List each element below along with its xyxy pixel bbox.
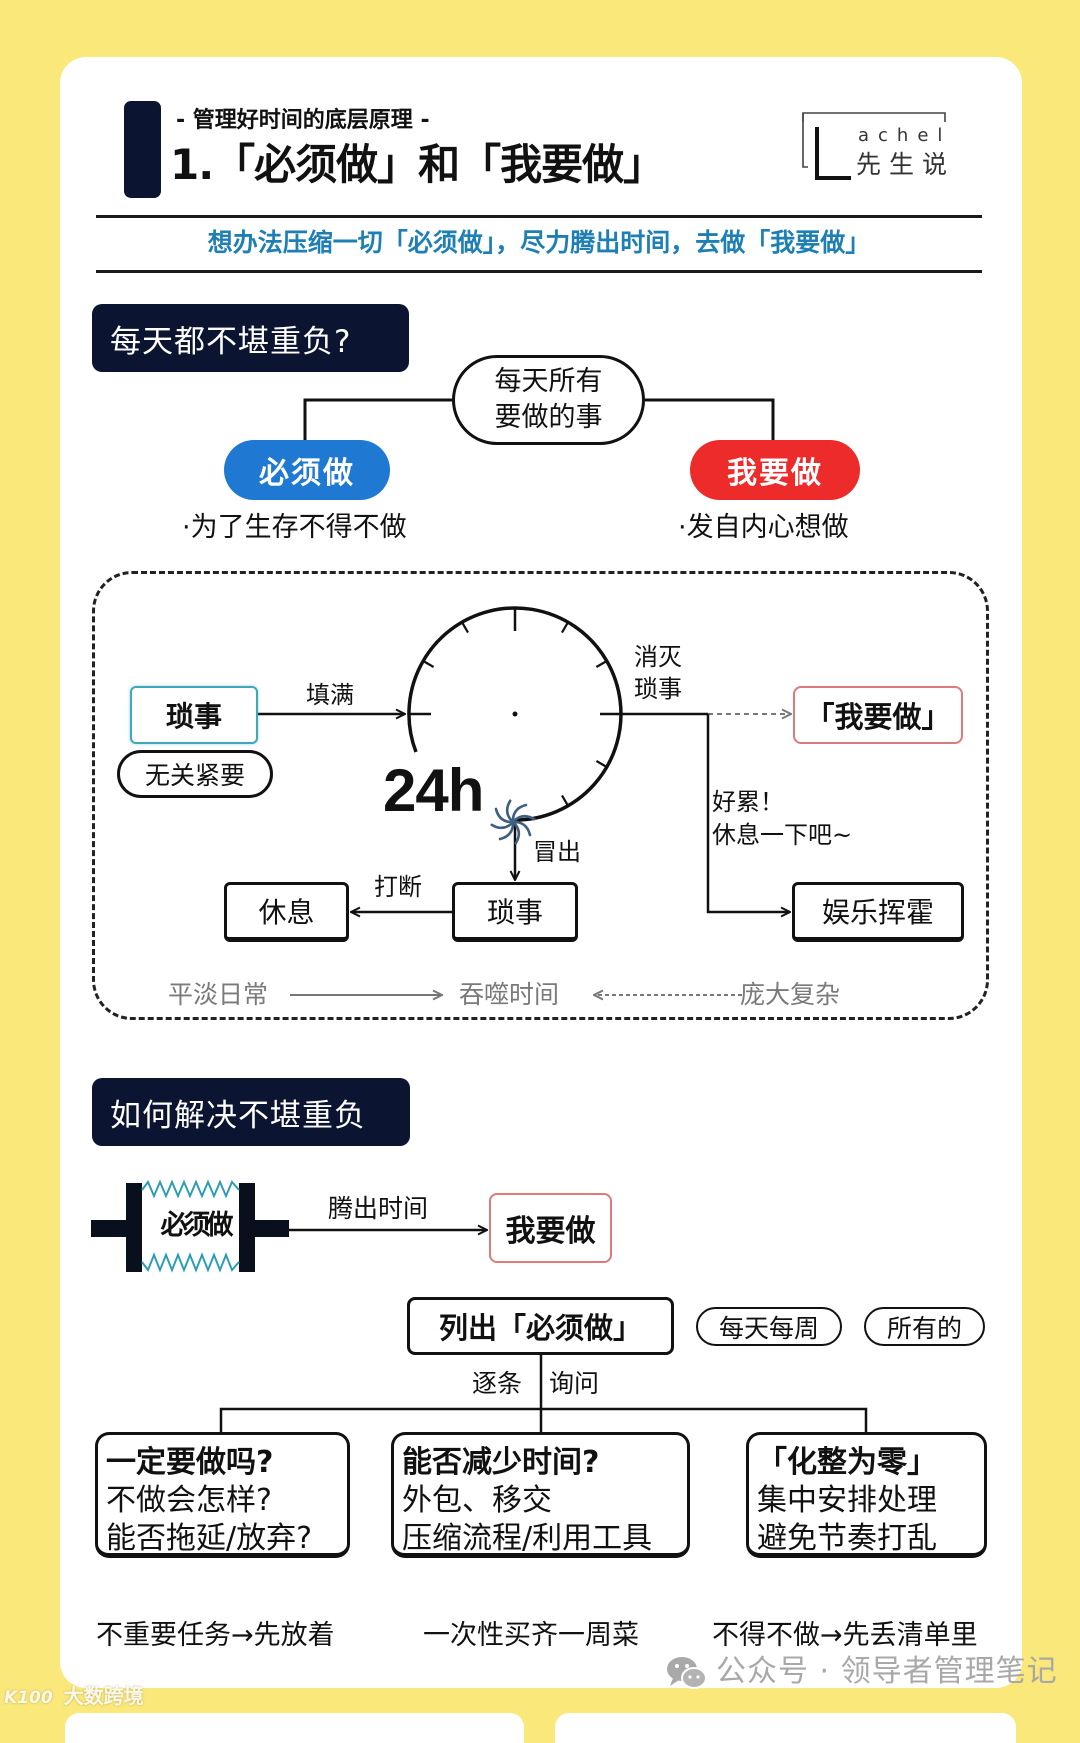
legend-devour-time: 吞噬时间 bbox=[459, 980, 560, 1009]
entertainment-box: 娱乐挥霍 bbox=[792, 882, 964, 942]
eliminate-label: 消灭 琐事 bbox=[634, 641, 682, 705]
want-do-description: ·发自内心想做 bbox=[678, 512, 849, 543]
unimportant-tag: 无关紧要 bbox=[117, 750, 273, 798]
must-do-description: ·为了生存不得不做 bbox=[182, 512, 407, 543]
tagline: 想办法压缩一切「必须做」，尽力腾出时间，去做「我要做」 bbox=[207, 228, 871, 257]
eliminate-label-line-2: 琐事 bbox=[634, 675, 682, 703]
cycle-dashed-frame bbox=[92, 571, 989, 1020]
eliminate-label-line-1: 消灭 bbox=[634, 643, 682, 671]
wechat-account-watermark: 公众号 · 领导者管理笔记 bbox=[716, 1654, 1058, 1689]
rest-box: 休息 bbox=[224, 882, 349, 942]
legend-daily-routine: 平淡日常 bbox=[168, 980, 269, 1009]
question-card-necessity: 一定要做吗? 不做会怎样? 能否拖延/放弃? bbox=[95, 1432, 350, 1558]
want-do-target-box: 「我要做」 bbox=[793, 686, 963, 744]
corner-logo-icon: K100 bbox=[4, 1688, 53, 1708]
corner-watermark-text: 大数跨境 bbox=[63, 1684, 144, 1708]
example-postpone: 不重要任务→先放着 bbox=[96, 1620, 335, 1651]
tired-label-line-1: 好累！ bbox=[712, 788, 784, 816]
example-todo-list: 不得不做→先丢清单里 bbox=[712, 1620, 978, 1651]
root-node-line-2: 要做的事 bbox=[494, 402, 603, 433]
next-card-left-edge bbox=[65, 1713, 524, 1743]
question-card-batching: 「化整为零」 集中安排处理 避免节奏打乱 bbox=[746, 1432, 987, 1558]
trivia-source-box: 琐事 bbox=[130, 686, 258, 744]
interrupt-label: 打断 bbox=[374, 873, 422, 901]
scope-tag-daily-weekly: 每天每周 bbox=[696, 1307, 842, 1346]
card-line: 外包、移交 bbox=[402, 1483, 552, 1518]
corner-watermark: K100 大数跨境 bbox=[4, 1684, 144, 1710]
card-title: 「化整为零」 bbox=[757, 1445, 937, 1480]
trivia-emerged-box: 琐事 bbox=[452, 882, 578, 942]
root-node-all-tasks: 每天所有 要做的事 bbox=[452, 355, 645, 445]
example-batch-groceries: 一次性买齐一周菜 bbox=[423, 1620, 639, 1651]
root-node-line-1: 每天所有 bbox=[494, 366, 603, 397]
emerge-label: 冒出 bbox=[533, 838, 581, 866]
scope-tag-all: 所有的 bbox=[864, 1307, 985, 1346]
card-line: 避免节奏打乱 bbox=[757, 1521, 937, 1556]
want-do-pill: 我要做 bbox=[690, 440, 860, 500]
card-title: 能否减少时间? bbox=[402, 1445, 600, 1480]
list-must-do-box: 列出「必须做」 bbox=[407, 1297, 674, 1355]
logo-cjk-text: 先生说 bbox=[856, 150, 956, 179]
header-rule-top bbox=[96, 215, 982, 218]
card-line: 压缩流程/利用工具 bbox=[402, 1521, 653, 1556]
fill-label: 填满 bbox=[306, 681, 354, 709]
card-line: 不做会怎样? bbox=[106, 1483, 272, 1518]
header-rule-bottom bbox=[96, 270, 982, 273]
next-card-right-edge bbox=[555, 1713, 1016, 1743]
want-do-result-box: 我要做 bbox=[489, 1193, 612, 1263]
question-card-reduce-time: 能否减少时间? 外包、移交 压缩流程/利用工具 bbox=[391, 1432, 690, 1558]
card-title: 一定要做吗? bbox=[106, 1445, 274, 1480]
ask-one-by-one-left: 逐条 bbox=[472, 1369, 523, 1398]
must-do-pill: 必须做 bbox=[224, 440, 390, 500]
card-line: 能否拖延/放弃? bbox=[106, 1521, 313, 1556]
logo-latin-text: achel bbox=[858, 125, 952, 146]
section-label-overload: 每天都不堪重负? bbox=[92, 304, 409, 372]
tired-label-line-2: 休息一下吧~ bbox=[712, 821, 853, 849]
ask-one-by-one-right: 询问 bbox=[549, 1369, 600, 1398]
free-time-label: 腾出时间 bbox=[328, 1194, 429, 1223]
page-kicker: - 管理好时间的底层原理 - bbox=[176, 108, 430, 133]
tired-label: 好累！ 休息一下吧~ bbox=[712, 786, 852, 852]
dumbbell-must-do-label: 必须做 bbox=[160, 1210, 234, 1241]
page-title: 1.「必须做」和「我要做」 bbox=[170, 140, 665, 189]
section-label-solution: 如何解决不堪重负 bbox=[92, 1078, 410, 1146]
clock-label-24h: 24h bbox=[383, 757, 484, 824]
card-line: 集中安排处理 bbox=[757, 1483, 937, 1518]
legend-huge-complex: 庞大复杂 bbox=[740, 980, 841, 1009]
title-accent-bar bbox=[124, 101, 161, 198]
